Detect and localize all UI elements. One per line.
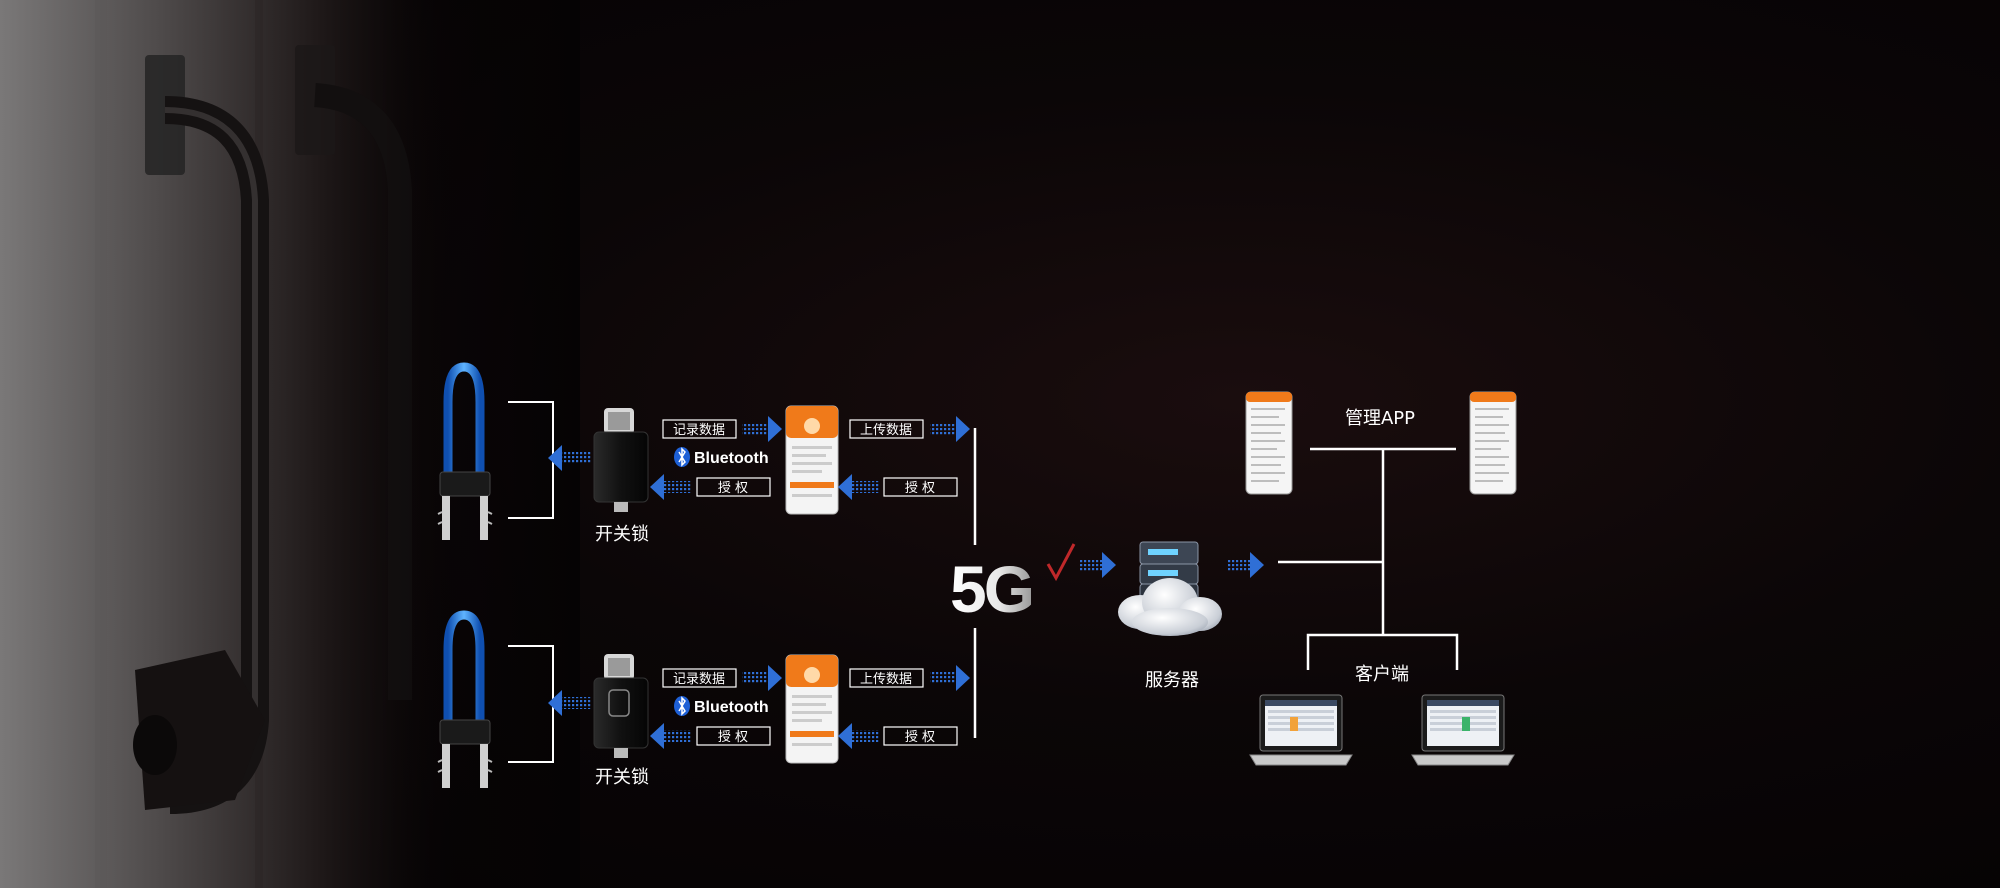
arrow-server-to-clients-icon xyxy=(1228,552,1264,578)
authorize-label-key-bottom: 授 权 xyxy=(718,729,748,745)
arrow-record-to-phone-icon xyxy=(742,665,782,691)
cloud-server-icon xyxy=(1118,541,1222,636)
smartphone-app-icon xyxy=(785,405,839,515)
five-g-label: 5G xyxy=(950,552,1032,626)
authorize-label-key-top: 授 权 xyxy=(718,480,748,496)
authorize-box-phone-top xyxy=(883,477,958,497)
arrow-authorize-to-key-icon xyxy=(650,723,692,749)
five-g-check-icon xyxy=(1046,543,1076,582)
arrow-authorize-to-phone-icon xyxy=(838,474,880,500)
bottom-lock-row: 开关锁 记录数据 Bluetooth 授 权 xyxy=(437,610,970,788)
network-hub: 5G xyxy=(950,428,1116,738)
upload-data-box-top xyxy=(849,419,924,439)
bluetooth-icon xyxy=(674,447,690,467)
authorize-label-phone-top: 授 权 xyxy=(905,480,935,496)
bluetooth-label-top: Bluetooth xyxy=(694,450,769,467)
upload-data-label-top: 上传数据 xyxy=(860,423,912,438)
upload-data-box-bottom xyxy=(849,668,924,688)
arrow-upload-to-network-icon xyxy=(930,416,970,442)
admin-app-label: 管理APP xyxy=(1345,408,1415,429)
arrow-record-to-phone-icon xyxy=(742,416,782,442)
bluetooth-label-bottom: Bluetooth xyxy=(694,699,769,716)
record-data-label-bottom: 记录数据 xyxy=(673,672,725,687)
record-data-box-bottom xyxy=(662,668,737,688)
arrow-to-lock-icon xyxy=(548,690,592,716)
smartphone-app-icon xyxy=(1245,391,1293,495)
upload-data-label-bottom: 上传数据 xyxy=(860,672,912,687)
authorize-box-phone-bottom xyxy=(883,726,958,746)
arrow-network-to-server-icon xyxy=(1080,552,1116,578)
smartphone-app-icon xyxy=(1469,391,1517,495)
distribution-lines xyxy=(1278,447,1459,670)
arrow-upload-to-network-icon xyxy=(930,665,970,691)
u-shackle-lock-icon xyxy=(437,610,493,788)
bluetooth-icon xyxy=(674,696,690,716)
record-data-box-top xyxy=(662,419,737,439)
authorize-box-key-bottom xyxy=(696,726,771,746)
server-label: 服务器 xyxy=(1145,670,1199,691)
record-data-label-top: 记录数据 xyxy=(673,423,725,438)
arrow-authorize-to-phone-icon xyxy=(838,723,880,749)
authorize-label-phone-bottom: 授 权 xyxy=(905,729,935,745)
background-door-photo xyxy=(0,0,580,888)
electronic-key-icon xyxy=(593,654,649,758)
arrow-authorize-to-key-icon xyxy=(650,474,692,500)
lock-caption-top: 开关锁 xyxy=(595,524,649,545)
authorize-box-key-top xyxy=(696,477,771,497)
arrow-to-lock-icon xyxy=(548,445,592,471)
laptop-icon xyxy=(1411,694,1515,766)
electronic-key-icon xyxy=(593,408,649,512)
lock-caption-bottom: 开关锁 xyxy=(595,767,649,788)
laptop-icon xyxy=(1249,694,1353,766)
client-label: 客户端 xyxy=(1355,664,1409,685)
top-lock-row: 开关锁 记录数据 Bluetooth 授 权 xyxy=(437,362,970,545)
u-shackle-lock-icon xyxy=(437,362,493,540)
smartphone-app-icon xyxy=(785,654,839,764)
